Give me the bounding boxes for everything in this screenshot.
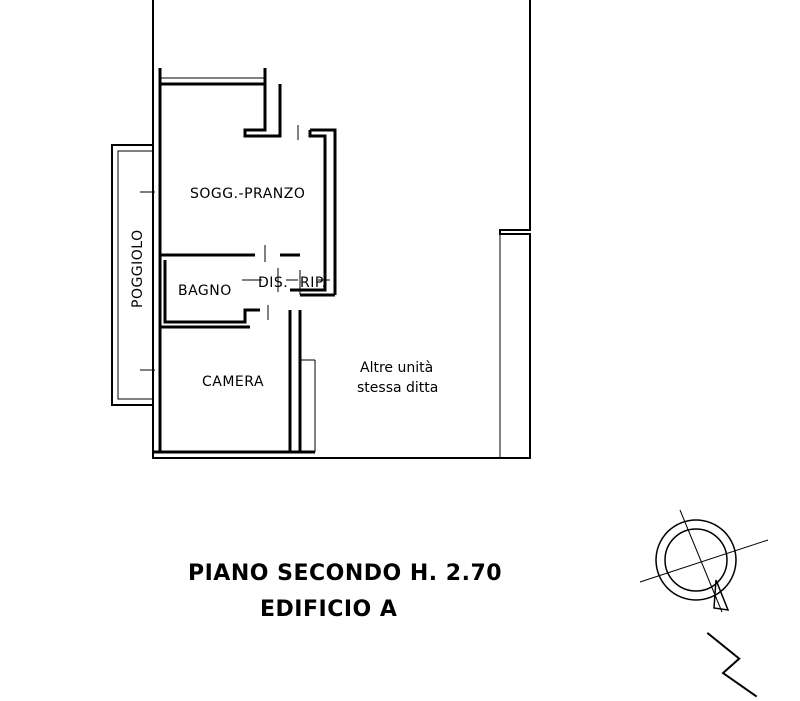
room-label-distribution: DIS. — [258, 275, 288, 291]
north-arrow-icon — [639, 509, 769, 698]
room-label-balcony: POGGIOLO — [130, 229, 146, 308]
building-title: EDIFICIO A — [260, 597, 397, 622]
other-units-line-1: Altre unità — [360, 360, 433, 376]
other-units-line-2: stessa ditta — [357, 380, 438, 396]
room-label-bedroom: CAMERA — [202, 374, 264, 390]
building-outline — [152, 0, 531, 459]
room-label-living: SOGG.-PRANZO — [190, 186, 305, 202]
floor-title: PIANO SECONDO H. 2.70 — [188, 561, 502, 586]
room-label-storage: RIP. — [300, 275, 327, 291]
room-label-bathroom: BAGNO — [178, 283, 232, 299]
apartment-walls — [140, 68, 337, 454]
balcony-outline — [111, 144, 153, 406]
